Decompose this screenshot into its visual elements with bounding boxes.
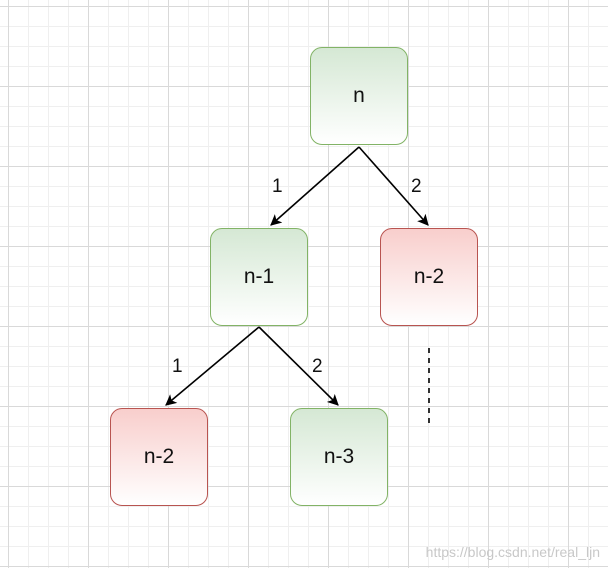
edge-label-root-to-n2: 2 — [411, 176, 422, 197]
node-n1-label: n-1 — [243, 265, 275, 288]
node-n3: n-3 — [290, 408, 388, 506]
node-n2-left: n-2 — [110, 408, 208, 506]
edge-label-n1-to-n3: 2 — [312, 356, 323, 377]
edge-label-root-to-n1: 1 — [272, 176, 283, 197]
node-root: n — [310, 47, 408, 145]
watermark: https://blog.csdn.net/real_ljn — [425, 544, 600, 560]
edge-n1-to-n2 — [165, 326, 260, 406]
edge-root-to-n1 — [270, 146, 360, 226]
node-n1: n-1 — [210, 228, 308, 326]
edge-root-to-n2 — [358, 146, 429, 226]
node-n2-right: n-2 — [380, 228, 478, 326]
edge-label-n1-to-n2: 1 — [172, 356, 183, 377]
node-n3-label: n-3 — [323, 445, 355, 468]
node-root-label: n — [353, 84, 365, 107]
node-n2-left-label: n-2 — [143, 445, 175, 468]
node-n2-right-label: n-2 — [413, 265, 445, 288]
edge-n1-to-n3 — [258, 326, 339, 406]
